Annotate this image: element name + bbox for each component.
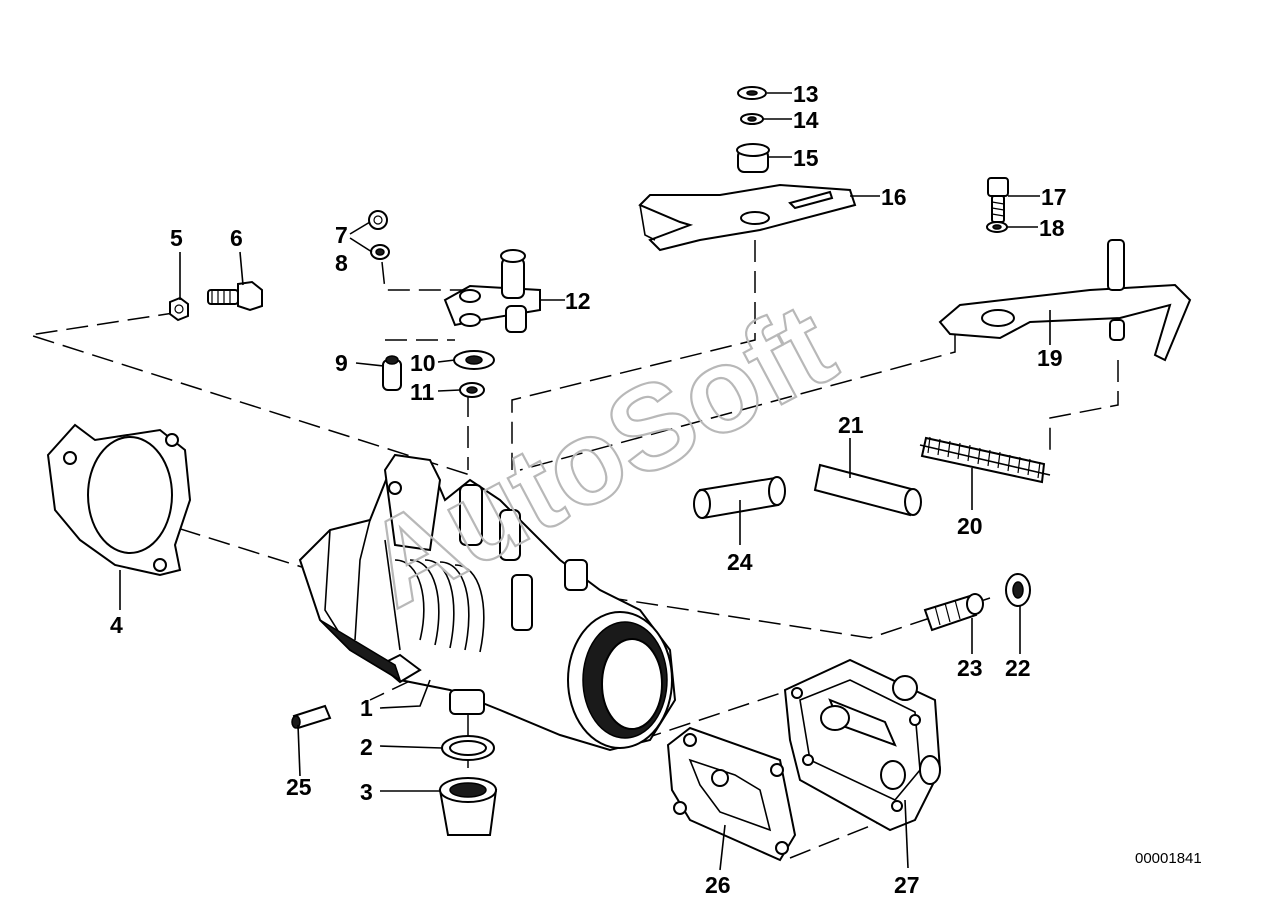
sleeve-part-24	[693, 476, 786, 520]
seal-ring-part-2	[441, 735, 495, 761]
callout-23: 23	[957, 655, 983, 681]
callout-5: 5	[170, 225, 183, 251]
callout-13: 13	[793, 81, 819, 107]
reference-number: 00001841	[1135, 850, 1202, 867]
clip-part-11	[459, 382, 485, 398]
screw-part-6	[207, 280, 263, 312]
screw-part-23	[923, 593, 984, 632]
callout-10: 10	[410, 350, 436, 376]
spring-part-20	[919, 436, 1051, 484]
callout-3: 3	[360, 779, 373, 805]
washer-part-10	[453, 350, 495, 370]
washer-part-8	[370, 244, 390, 260]
callout-9: 9	[335, 350, 348, 376]
callout-15: 15	[793, 145, 819, 171]
callout-1: 1	[360, 695, 373, 721]
callout-11: 11	[410, 379, 435, 405]
callout-8: 8	[335, 250, 348, 276]
pin-part-25	[291, 704, 332, 730]
nut-part-7	[368, 210, 388, 230]
washer-part-13	[737, 86, 767, 100]
callout-27: 27	[894, 872, 920, 898]
bolt-part-17	[987, 177, 1009, 223]
callout-21: 21	[838, 412, 864, 438]
bushing-part-15	[736, 143, 770, 173]
washer-part-22	[1005, 573, 1031, 607]
bracket-part-16	[638, 183, 857, 252]
washer-part-14	[740, 113, 764, 125]
callout-14: 14	[793, 107, 819, 133]
callout-18: 18	[1039, 215, 1065, 241]
throttle-housing	[298, 453, 677, 752]
callout-19: 19	[1037, 345, 1063, 371]
cap-part-3	[438, 777, 498, 836]
callout-17: 17	[1041, 184, 1067, 210]
bolt-part-9	[382, 355, 402, 391]
nut-part-5	[169, 296, 189, 322]
leader-lines	[119, 92, 1051, 871]
callout-labels: 1 2 3 4 5 6 7 8 9 10 11 12 13 14 15 16 1…	[110, 81, 1067, 898]
cover-part-27	[783, 658, 942, 832]
callout-2: 2	[360, 734, 373, 760]
callout-20: 20	[957, 513, 983, 539]
gasket-part-26	[666, 726, 797, 862]
lever-part-12	[443, 249, 541, 333]
callout-4: 4	[110, 612, 123, 638]
callout-12: 12	[565, 288, 591, 314]
pin-part-21	[813, 463, 922, 517]
callout-25: 25	[286, 774, 312, 800]
washer-part-18	[986, 221, 1008, 233]
callout-26: 26	[705, 872, 731, 898]
callout-6: 6	[230, 225, 243, 251]
callout-16: 16	[881, 184, 907, 210]
callout-24: 24	[727, 549, 753, 575]
callout-7: 7	[335, 222, 348, 248]
watermark-text: AutoSoft	[344, 277, 854, 633]
callout-22: 22	[1005, 655, 1031, 681]
gasket-part-4	[46, 423, 192, 577]
bracket-part-19	[938, 239, 1192, 362]
